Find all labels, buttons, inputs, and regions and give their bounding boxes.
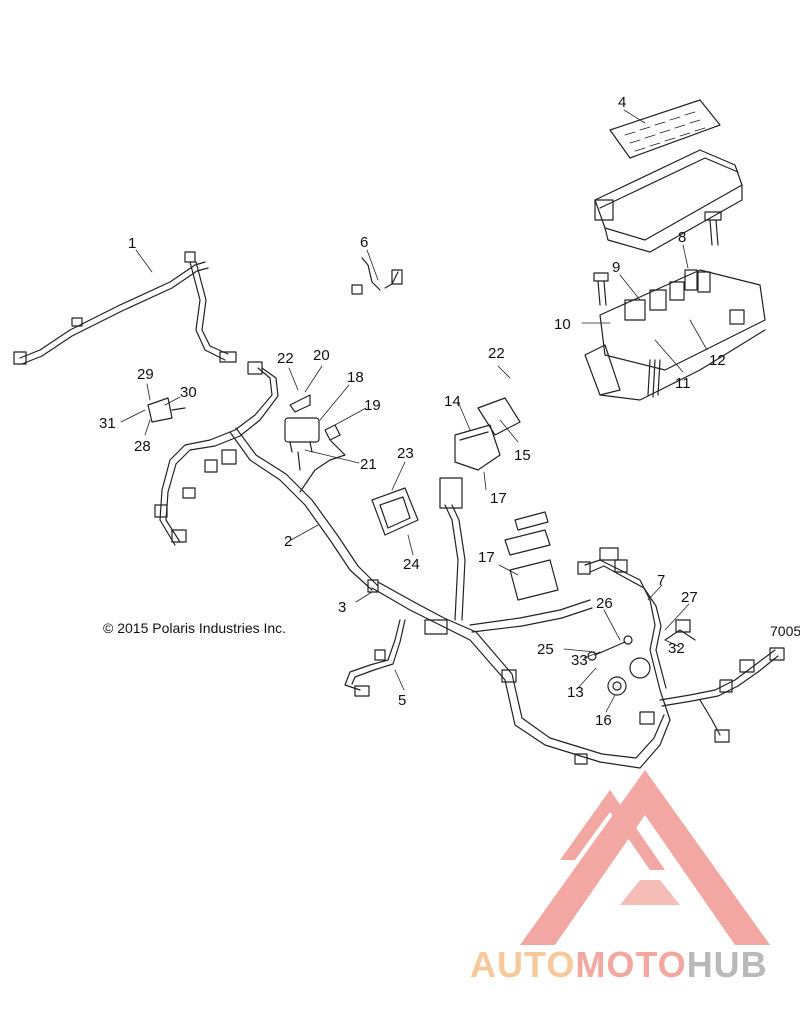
copyright-notice: © 2015 Polaris Industries Inc.	[103, 620, 287, 636]
callout-31: 31	[99, 415, 116, 432]
callout-19: 19	[364, 397, 381, 414]
callout-5: 5	[398, 692, 406, 709]
bolt-item-8	[704, 211, 722, 246]
callout-24: 24	[403, 556, 420, 573]
callout-7: 7	[657, 572, 665, 589]
callout-2: 2	[284, 533, 292, 550]
callout-3: 3	[338, 599, 346, 616]
callout-20: 20	[313, 347, 330, 364]
callout-6: 6	[360, 234, 368, 251]
harness-right-section	[577, 547, 785, 743]
control-module-item-14	[454, 424, 501, 471]
ecu-item-23	[371, 487, 419, 536]
grommet-item-16	[607, 676, 627, 696]
callout-11: 11	[675, 375, 691, 392]
callout-18: 18	[347, 369, 364, 386]
bolt-fuse-box	[593, 272, 609, 306]
harness-item-6	[351, 257, 403, 295]
watermark-part-moto: MOTO	[575, 944, 687, 985]
callout-32: 32	[668, 640, 685, 657]
diagram-id: 7005	[770, 623, 800, 639]
bracket-item-30	[147, 397, 186, 423]
sensor-item-19	[324, 424, 346, 456]
callout-1: 1	[128, 235, 136, 252]
callout-17-upper: 17	[490, 490, 507, 507]
callout-29: 29	[137, 366, 154, 383]
fuse-label-sheet-item-4	[609, 99, 721, 159]
callout-10: 10	[554, 316, 571, 333]
callout-30: 30	[180, 384, 197, 401]
harness-item-1	[13, 251, 237, 365]
cover-item-15	[477, 397, 521, 436]
callout-28: 28	[134, 438, 151, 455]
watermark-part-hub: HUB	[686, 944, 768, 985]
callout-15: 15	[514, 447, 531, 464]
bracket-item-20	[289, 394, 311, 413]
callout-17-lower: 17	[478, 549, 495, 566]
callout-23: 23	[397, 445, 414, 462]
fuse-holder-item-17	[504, 511, 559, 601]
callout-14: 14	[444, 393, 461, 410]
watermark-logo	[520, 770, 770, 945]
callout-labels: 1 2 3 4 5 6 7 8 9 10 11 12 13 14 15 16 1…	[99, 94, 726, 729]
callout-27: 27	[681, 589, 698, 606]
callout-33: 33	[571, 652, 588, 669]
harness-main-trunk	[367, 477, 671, 769]
callout-22-right: 22	[488, 345, 505, 362]
fuse-box-base	[584, 269, 766, 401]
ground-strap-item-25	[587, 635, 633, 661]
callout-22-left: 22	[277, 350, 294, 367]
callout-8: 8	[678, 229, 686, 246]
watermark-text: AUTOMOTOHUB	[470, 944, 768, 986]
callout-16: 16	[595, 712, 612, 729]
callout-26: 26	[596, 595, 613, 612]
fuse-box-cover	[594, 149, 743, 253]
harness-item-5	[344, 619, 406, 697]
callout-13: 13	[567, 684, 584, 701]
callout-25: 25	[537, 641, 554, 658]
leader-lines	[120, 109, 708, 713]
callout-12: 12	[709, 352, 726, 369]
callout-21: 21	[360, 456, 377, 473]
watermark-part-auto: AUTO	[470, 944, 576, 985]
relay-item-18	[284, 417, 320, 471]
callout-9: 9	[612, 259, 620, 276]
callout-4: 4	[618, 94, 626, 111]
